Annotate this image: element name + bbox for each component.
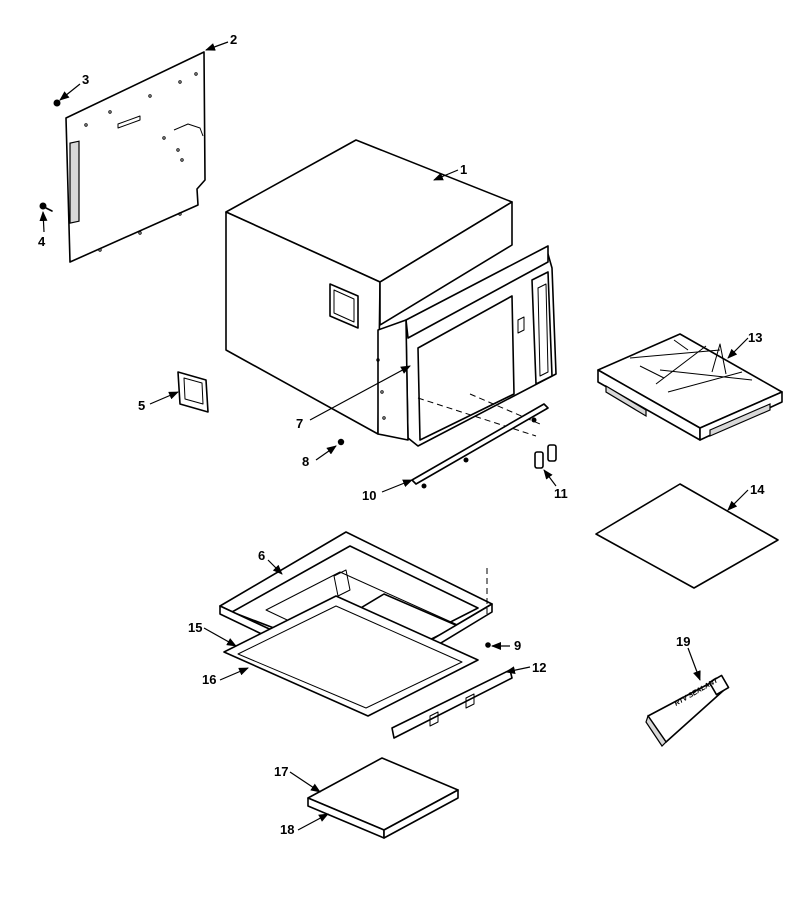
callout-labels: 1 2 3 4 5 6 7 8 9 10 11 12 13 14 15 16 1… bbox=[38, 32, 765, 837]
callout-9: 9 bbox=[514, 638, 521, 653]
callout-15: 15 bbox=[188, 620, 202, 635]
callout-13: 13 bbox=[748, 330, 762, 345]
oven-cabinet-part bbox=[225, 139, 557, 447]
callout-19: 19 bbox=[676, 634, 690, 649]
sealant-tube-part: RTV SEALANT bbox=[645, 674, 730, 747]
leader-lines bbox=[39, 41, 749, 831]
panel-part bbox=[307, 757, 459, 839]
tray-part bbox=[597, 333, 783, 441]
side-strip-part bbox=[391, 669, 513, 739]
callout-3: 3 bbox=[82, 72, 89, 87]
callout-6: 6 bbox=[258, 548, 265, 563]
screw-part-9 bbox=[485, 642, 491, 648]
callout-18: 18 bbox=[280, 822, 294, 837]
callout-10: 10 bbox=[362, 488, 376, 503]
screw-part-3 bbox=[53, 99, 61, 107]
back-panel-part bbox=[65, 51, 206, 263]
cover-plate-part bbox=[177, 371, 209, 413]
callout-17: 17 bbox=[274, 764, 288, 779]
feet-part bbox=[534, 444, 557, 469]
callout-11: 11 bbox=[554, 486, 568, 501]
callout-12: 12 bbox=[532, 660, 546, 675]
gasket-part bbox=[223, 595, 479, 717]
screw-part-4 bbox=[39, 202, 53, 212]
callout-14: 14 bbox=[750, 482, 765, 497]
callout-4: 4 bbox=[38, 234, 46, 249]
screw-part-8 bbox=[337, 438, 345, 446]
callout-16: 16 bbox=[202, 672, 216, 687]
callout-8: 8 bbox=[302, 454, 309, 469]
rail-part bbox=[411, 403, 549, 489]
callout-1: 1 bbox=[460, 162, 467, 177]
sheet-part bbox=[595, 483, 779, 589]
callout-5: 5 bbox=[138, 398, 145, 413]
callout-7: 7 bbox=[296, 416, 303, 431]
callout-2: 2 bbox=[230, 32, 237, 47]
